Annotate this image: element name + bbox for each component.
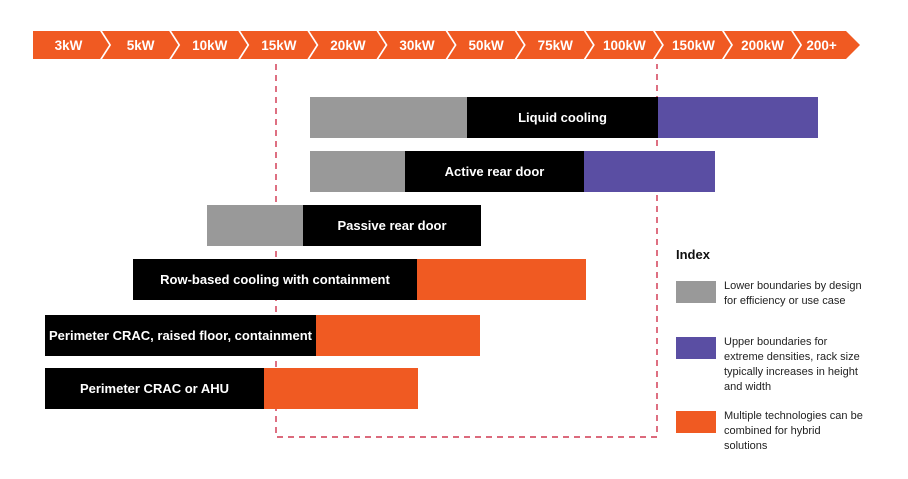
legend-swatch-orange	[676, 411, 716, 433]
perimeter-crac-ahu-label: Perimeter CRAC or AHU	[45, 368, 264, 409]
scale-segment	[654, 31, 731, 59]
scale-label: 100kW	[603, 38, 646, 53]
liquid-cooling-label: Liquid cooling	[467, 97, 658, 138]
scale-label: 75kW	[538, 38, 574, 53]
scale-segment	[516, 31, 593, 59]
scale-label: 3kW	[55, 38, 83, 53]
scale-segment	[724, 31, 801, 59]
scale-label: 200kW	[741, 38, 784, 53]
lower-boundary-segment	[310, 151, 405, 192]
passive-rear-door-label: Passive rear door	[303, 205, 481, 246]
hybrid-segment	[264, 368, 418, 409]
scale-segment	[585, 31, 662, 59]
scale-label: 50kW	[469, 38, 505, 53]
scale-segment	[240, 31, 317, 59]
upper-boundary-segment	[584, 151, 715, 192]
scale-label: 10kW	[192, 38, 228, 53]
legend-title: Index	[676, 247, 710, 262]
legend-swatch-grey	[676, 281, 716, 303]
hybrid-segment	[316, 315, 480, 356]
scale-label: 30kW	[399, 38, 435, 53]
active-rear-door-label: Active rear door	[405, 151, 584, 192]
scale-label: 150kW	[672, 38, 715, 53]
scale-segment	[447, 31, 524, 59]
scale-segment	[102, 31, 179, 59]
scale-label: 15kW	[261, 38, 297, 53]
legend-text-hybrid: Multiple technologies can be combined fo…	[724, 410, 863, 452]
scale-label: 200+	[806, 38, 837, 53]
upper-boundary-segment	[658, 97, 818, 138]
lower-boundary-segment	[207, 205, 303, 246]
legend-text-upper: Upper boundaries for extreme densities, …	[724, 336, 860, 393]
scale-segment	[171, 31, 248, 59]
scale-segment	[309, 31, 386, 59]
scale-segment	[33, 31, 110, 59]
hybrid-segment	[417, 259, 586, 300]
row-based-cooling-label: Row-based cooling with containment	[133, 259, 417, 300]
scale-label: 20kW	[330, 38, 366, 53]
scale-segment	[378, 31, 455, 59]
scale-segment	[793, 31, 860, 59]
legend-text-lower: Lower boundaries by design for efficienc…	[724, 280, 862, 307]
density-scale: 3kW 5kW 10kW 15kW 20kW 30kW 50kW 75kW 100kW 150kW…	[33, 31, 860, 59]
lower-boundary-segment	[310, 97, 467, 138]
scale-label: 5kW	[127, 38, 155, 53]
legend-swatch-purple	[676, 337, 716, 359]
perimeter-crac-raised-floor-label: Perimeter CRAC, raised floor, containmen…	[45, 315, 316, 356]
